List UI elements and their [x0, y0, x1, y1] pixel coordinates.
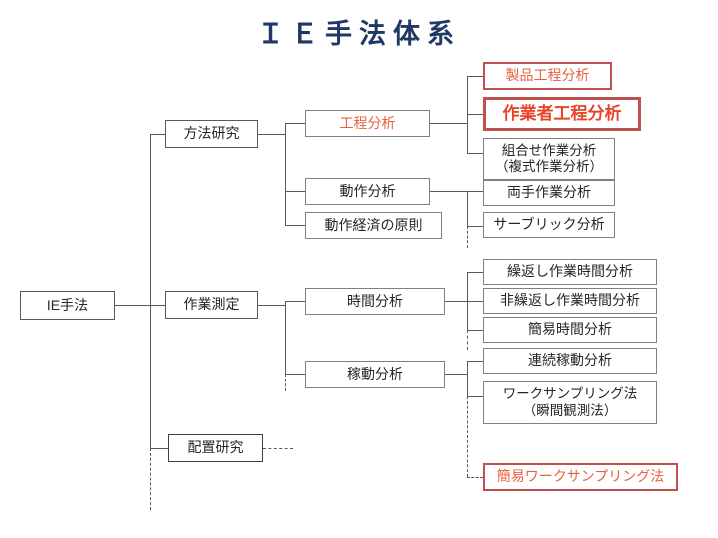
connector-to-work-sampling [467, 396, 483, 397]
node-layout-study[interactable]: 配置研究 [168, 434, 263, 462]
connector-to-worker-process-analysis [467, 114, 483, 115]
node-repetitive-time-analysis[interactable]: 繰返し作業時間分析 [483, 259, 657, 285]
connector-to-time-analysis [285, 301, 305, 302]
connector-to-non-repetitive-time-analysis [467, 301, 483, 302]
node-non-repetitive-time-analysis[interactable]: 非繰返し作業時間分析 [483, 288, 657, 314]
connector-operation-analysis-out [445, 374, 467, 375]
connector-work-measurement-out [258, 305, 285, 306]
node-time-analysis[interactable]: 時間分析 [305, 288, 445, 315]
connector-motion-children-trunk [467, 191, 468, 226]
node-method-study[interactable]: 方法研究 [165, 120, 258, 148]
node-motion-economy[interactable]: 動作経済の原則 [305, 212, 442, 239]
connector-time-children-dashed [467, 330, 468, 350]
connector-to-simple-work-sampling [467, 477, 483, 478]
node-combined-work-analysis[interactable]: 組合せ作業分析 （複式作業分析） [483, 138, 615, 180]
page-title: ＩＥ手法体系 [257, 19, 461, 49]
connector-main-trunk [150, 134, 151, 448]
connector-to-repetitive-time-analysis [467, 272, 483, 273]
connector-method-study-out [258, 134, 285, 135]
node-work-sampling[interactable]: ワークサンプリング法 （瞬間観測法） [483, 381, 657, 424]
connector-time-analysis-out [445, 301, 467, 302]
node-two-hand-analysis[interactable]: 両手作業分析 [483, 180, 615, 206]
node-continuous-operation-analysis[interactable]: 連続稼動分析 [483, 348, 657, 374]
node-operation-analysis[interactable]: 稼動分析 [305, 361, 445, 388]
connector-to-simple-time-analysis [467, 330, 483, 331]
node-worker-process-analysis[interactable]: 作業者工程分析 [483, 97, 641, 131]
connector-motion-analysis-out [430, 191, 467, 192]
connector-to-motion-analysis [285, 191, 305, 192]
connector-main-trunk-dashed [150, 448, 151, 510]
connector-operation-children-trunk [467, 361, 468, 396]
connector-to-combined-work-analysis [467, 153, 483, 154]
connector-motion-children-dashed [467, 226, 468, 248]
node-product-process-analysis[interactable]: 製品工程分析 [483, 62, 612, 90]
connector-to-two-hand-analysis [467, 191, 483, 192]
connector-to-motion-economy [285, 225, 305, 226]
connector-work-measurement-branch-dashed [285, 374, 286, 391]
connector-method-study-branch-trunk [285, 123, 286, 225]
connector-work-sampling-dashed-down [467, 396, 468, 477]
node-motion-analysis[interactable]: 動作分析 [305, 178, 430, 205]
connector-trunk-to-layout-study [150, 448, 168, 449]
connector-work-measurement-branch-trunk [285, 301, 286, 374]
connector-process-analysis-out [430, 123, 467, 124]
connector-to-therblig-analysis [467, 226, 483, 227]
node-root[interactable]: IE手法 [20, 291, 115, 320]
node-process-analysis[interactable]: 工程分析 [305, 110, 430, 137]
node-therblig-analysis[interactable]: サーブリック分析 [483, 212, 615, 238]
connector-to-continuous-operation-analysis [467, 361, 483, 362]
connector-to-process-analysis [285, 123, 305, 124]
connector-layout-study-out-dashed [263, 448, 293, 449]
connector-trunk-to-work-measurement [150, 305, 165, 306]
node-simple-work-sampling[interactable]: 簡易ワークサンプリング法 [483, 463, 678, 491]
connector-root-stem [115, 305, 151, 306]
connector-to-product-process-analysis [467, 76, 483, 77]
node-work-measurement[interactable]: 作業測定 [165, 291, 258, 319]
connector-to-operation-analysis [285, 374, 305, 375]
connector-trunk-to-method-study [150, 134, 165, 135]
node-simple-time-analysis[interactable]: 簡易時間分析 [483, 317, 657, 343]
